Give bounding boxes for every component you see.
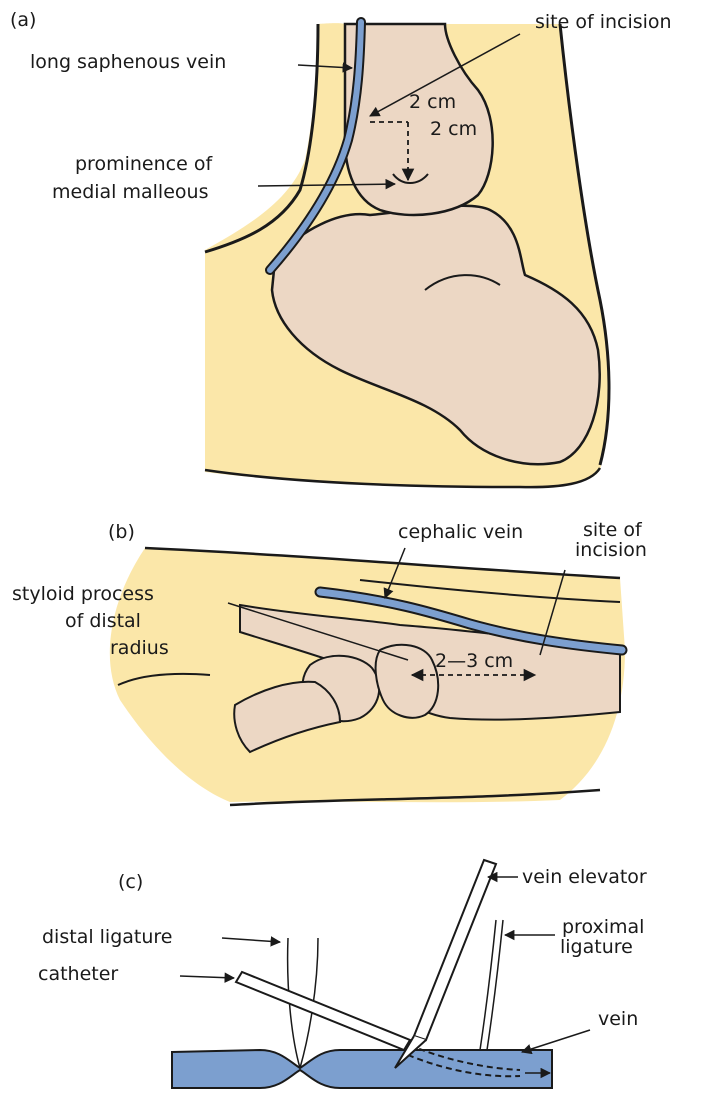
panel-a-label: (a) [10,9,36,31]
label-long-saphenous-vein: long saphenous vein [30,51,226,73]
label-site-of-incision-a: site of incision [535,11,672,33]
panel-b: (b) cephalic vein site of incision stylo… [12,519,647,805]
label-2cm-horizontal: 2 cm [409,91,456,113]
panel-c: (c) vein elevator distal ligature proxim… [38,860,647,1088]
label-proximal-2: ligature [560,936,633,958]
leader-distal-ligature [222,938,280,942]
label-prominence-1: prominence of [75,153,213,175]
label-proximal-1: proximal [562,916,644,938]
label-vein: vein [598,1008,638,1030]
leader-catheter [180,976,234,978]
label-catheter: catheter [38,963,118,985]
label-styloid-1: styloid process [12,583,154,605]
label-2cm-vertical: 2 cm [430,118,477,140]
label-site-b-1: site of [583,519,643,541]
label-cephalic-vein: cephalic vein [398,521,523,543]
panel-a: (a) site of incision long saphenous vein… [10,9,672,487]
panel-b-label: (b) [108,521,135,543]
leader-vein [522,1030,590,1052]
panel-c-label: (c) [118,871,143,893]
proximal-ligature-thread [480,920,496,1050]
vein-elevator-tool [414,860,496,1040]
label-distance-b: 2—3 cm [435,650,513,672]
label-distal-ligature: distal ligature [42,926,173,948]
catheter-tube [236,972,410,1050]
label-vein-elevator: vein elevator [522,866,647,888]
label-site-b-2: incision [575,539,647,561]
label-prominence-2: medial malleous [52,181,208,203]
label-styloid-2: of distal [65,610,141,632]
vein-vessel [172,1050,552,1088]
label-styloid-3: radius [110,637,169,659]
